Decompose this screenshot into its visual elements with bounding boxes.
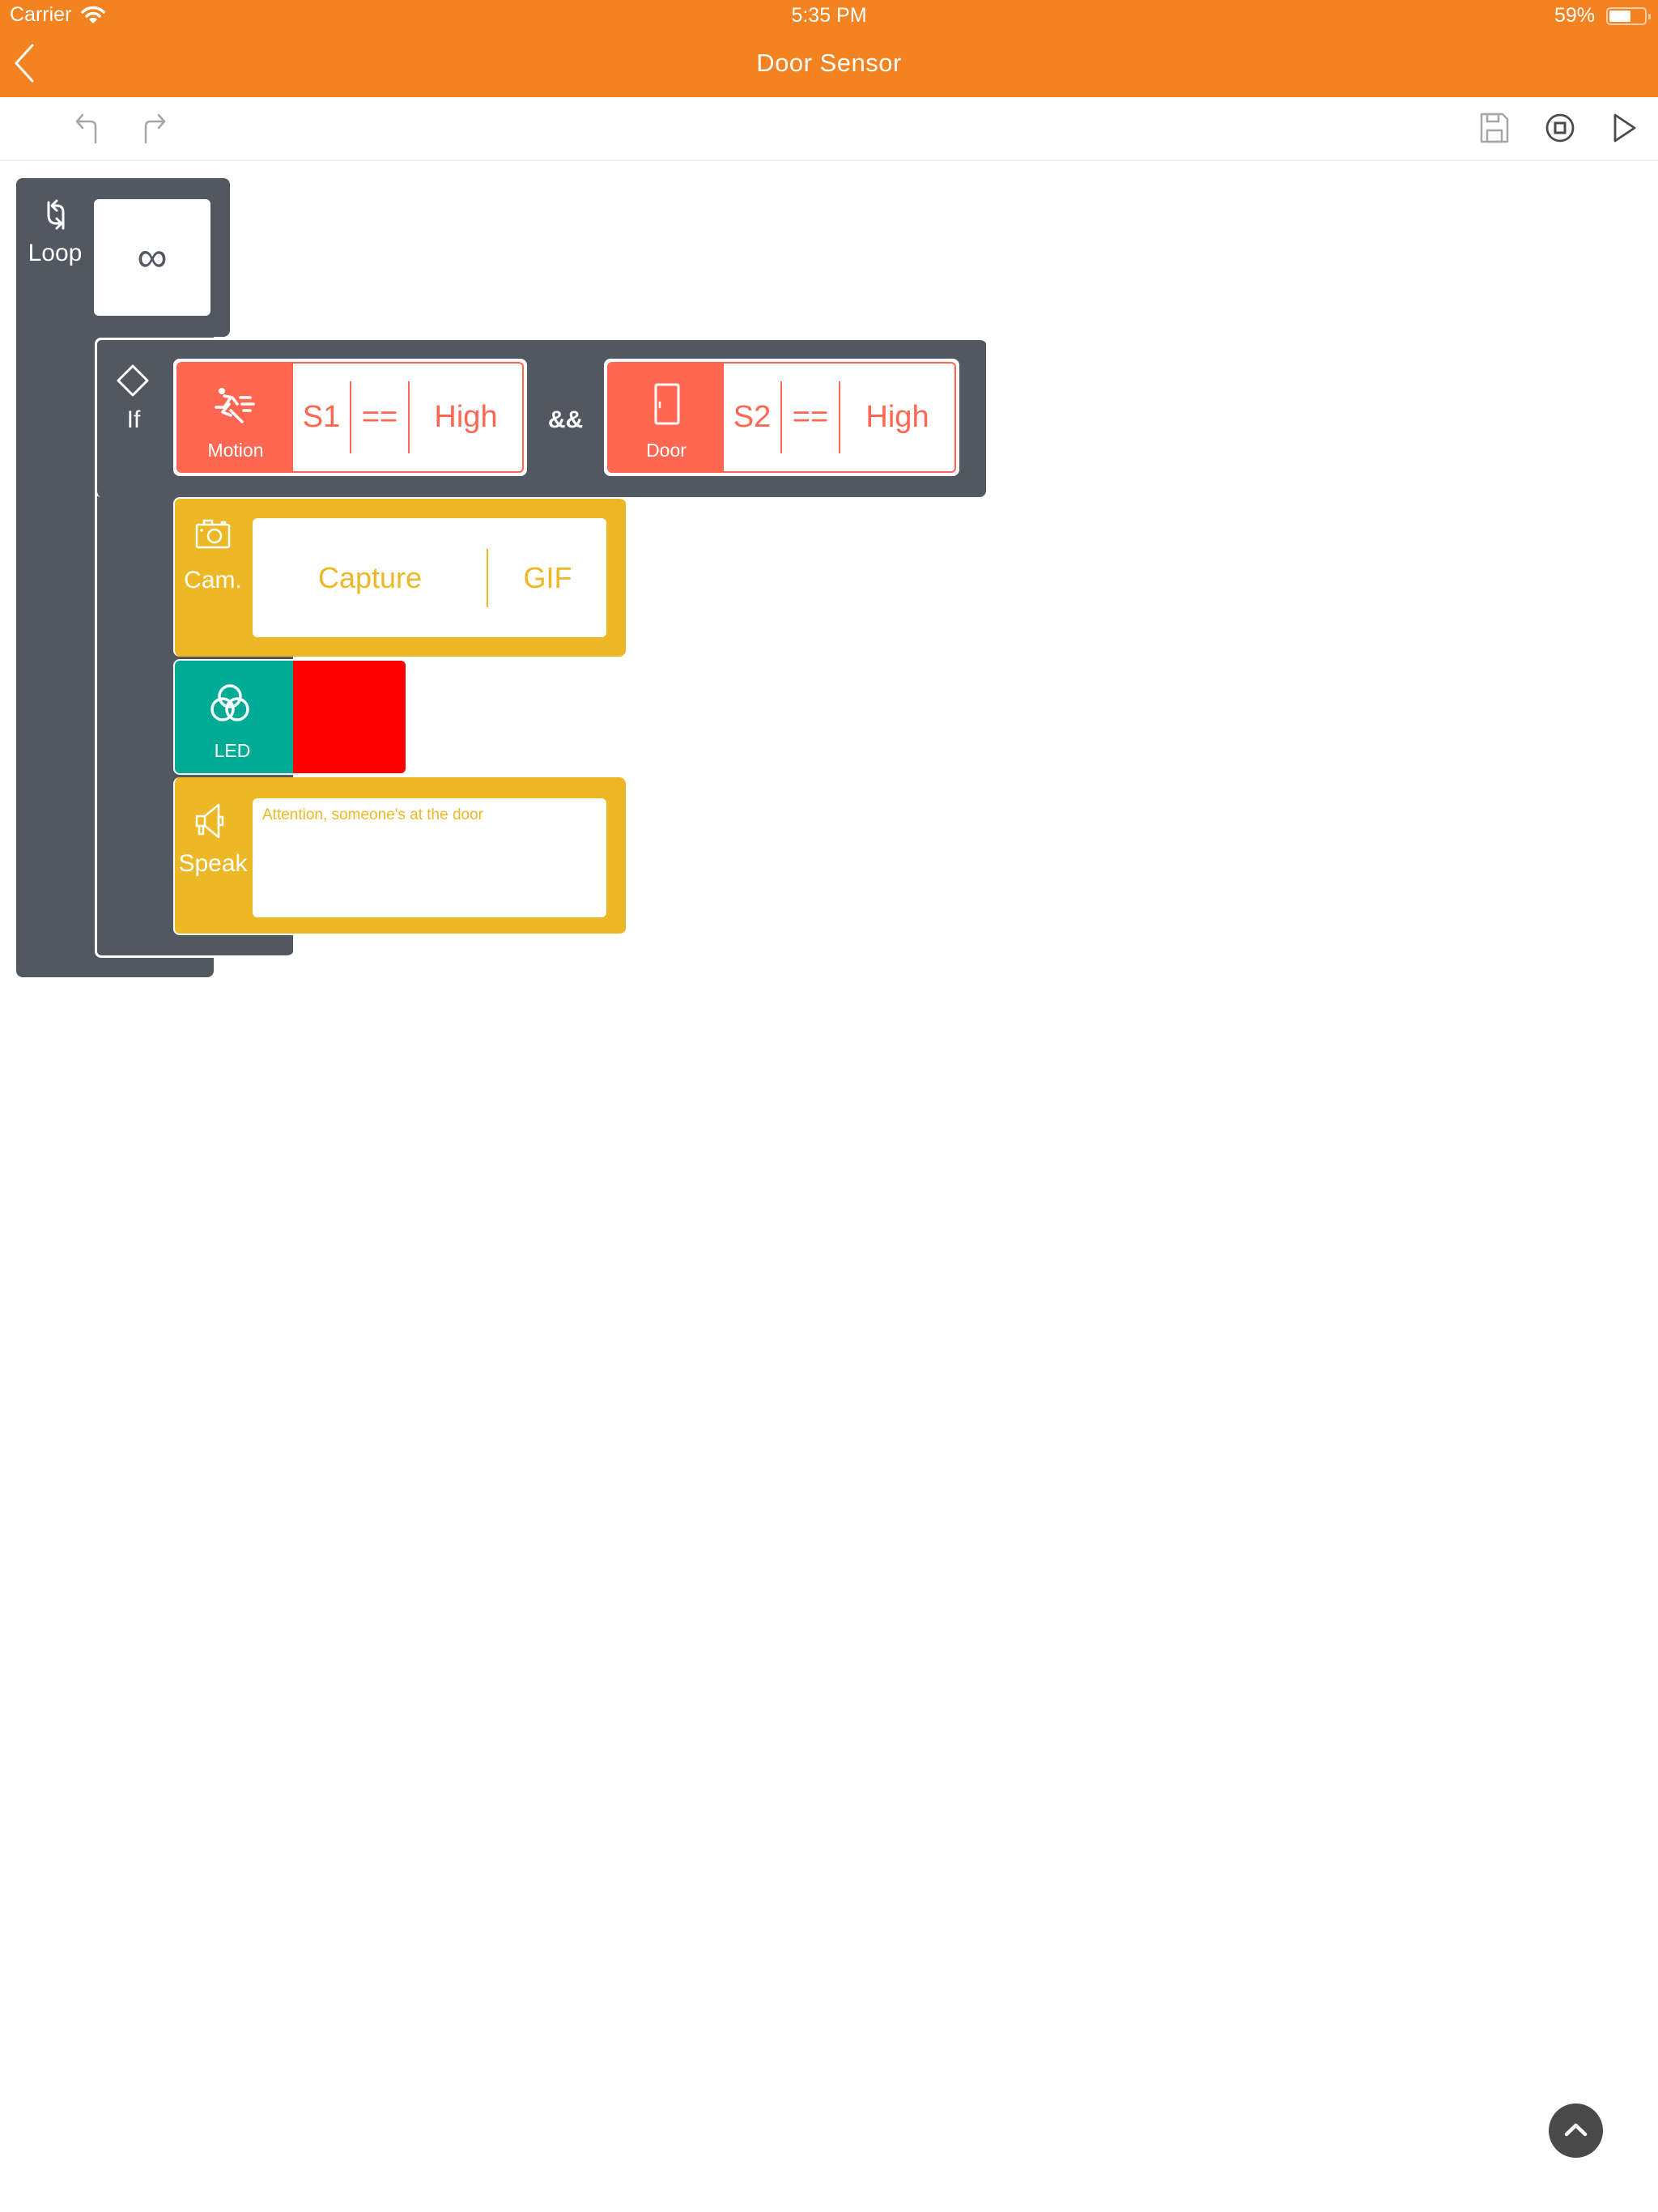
save-button[interactable] xyxy=(1477,110,1512,146)
value-select[interactable]: High xyxy=(434,400,498,434)
carrier-label: Carrier xyxy=(10,3,72,26)
comparator-select[interactable]: == xyxy=(361,400,398,434)
battery-icon xyxy=(1606,7,1651,25)
divider xyxy=(487,549,488,607)
infinity-value: ∞ xyxy=(137,234,168,281)
loop-count-field[interactable]: ∞ xyxy=(94,199,210,316)
editor-toolbar xyxy=(0,97,1658,161)
motion-label: Motion xyxy=(207,440,264,461)
door-condition[interactable]: Door S2 == High xyxy=(604,359,959,476)
loop-icon xyxy=(47,199,65,230)
status-time: 5:35 PM xyxy=(791,4,867,27)
divider xyxy=(350,381,351,453)
port-select[interactable]: S2 xyxy=(733,400,772,434)
rgb-circles-icon xyxy=(210,684,249,721)
battery-percentage: 59% xyxy=(1554,4,1595,27)
door-label: Door xyxy=(646,440,687,461)
redo-button[interactable] xyxy=(134,110,170,146)
page-title: Door Sensor xyxy=(756,49,902,77)
wifi-icon xyxy=(81,6,105,23)
camera-label: Cam. xyxy=(184,567,242,593)
led-label: LED xyxy=(214,740,251,761)
comparator-select[interactable]: == xyxy=(792,400,829,434)
run-button[interactable] xyxy=(1607,110,1643,146)
value-select[interactable]: High xyxy=(865,400,929,434)
scroll-to-top-button[interactable] xyxy=(1549,2104,1603,2158)
megaphone-icon xyxy=(195,803,224,839)
undo-button[interactable] xyxy=(71,110,107,146)
speak-label: Speak xyxy=(178,850,248,877)
motion-sensor-tile: Motion xyxy=(178,364,293,471)
camera-icon xyxy=(195,519,231,549)
motion-condition[interactable]: Motion S1 == High xyxy=(173,359,527,476)
divider xyxy=(839,381,840,453)
chevron-up-icon xyxy=(1564,2123,1588,2137)
logical-and-operator[interactable]: && xyxy=(547,406,584,433)
motion-icon xyxy=(215,388,255,423)
door-icon xyxy=(654,383,680,425)
speech-text-input[interactable]: Attention, someone's at the door xyxy=(253,798,606,917)
led-color-swatch[interactable] xyxy=(293,661,406,773)
door-sensor-tile: Door xyxy=(609,364,724,471)
if-label: If xyxy=(126,406,141,433)
stop-button[interactable] xyxy=(1542,110,1578,146)
camera-settings-field[interactable]: Capture GIF xyxy=(253,518,606,637)
diamond-icon xyxy=(117,364,149,397)
capture-format-select[interactable]: GIF xyxy=(523,560,572,594)
loop-label: Loop xyxy=(28,240,83,266)
navigation-bar: Carrier 5:35 PM 59% Door Sensor xyxy=(0,0,1658,97)
back-button[interactable] xyxy=(8,42,40,84)
capture-mode-select[interactable]: Capture xyxy=(317,560,423,594)
divider xyxy=(408,381,410,453)
divider xyxy=(780,381,782,453)
port-select[interactable]: S1 xyxy=(302,400,341,434)
